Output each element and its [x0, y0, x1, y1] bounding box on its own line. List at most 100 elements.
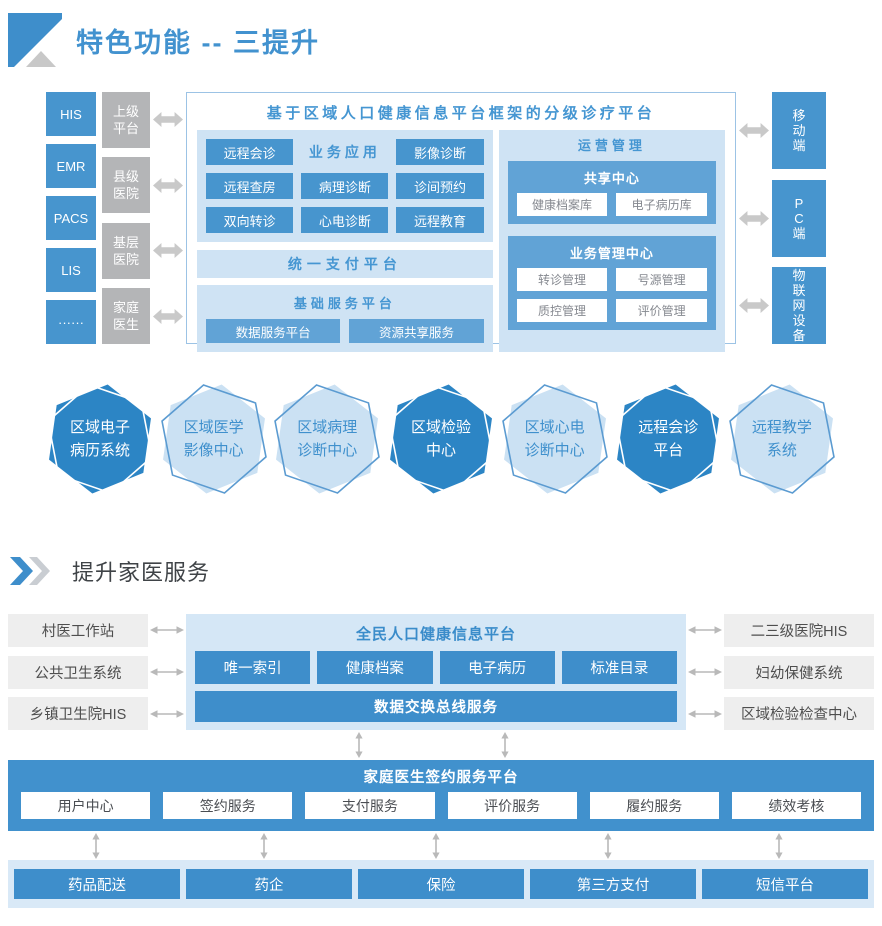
system-box-pacs: PACS: [46, 196, 96, 240]
page-title: 特色功能 -- 三提升: [76, 27, 320, 58]
app-box: 心电诊断: [301, 207, 389, 233]
share-center-title: 共享中心: [583, 171, 640, 186]
hexagon-shape-icon: [160, 384, 267, 494]
connector-strip-1: [0, 730, 882, 760]
module-unique-index: 唯一索引: [195, 651, 311, 684]
app-box: 远程会诊: [206, 139, 294, 165]
module-user-center: 用户中心: [21, 792, 151, 819]
platform-left-stack: 远程会诊 业务应用 影像诊断 远程查房 病理诊断 诊间预约 双向转诊 心电诊断 …: [197, 130, 493, 352]
vertical-double-arrow-icon: [432, 833, 440, 859]
hexagon-regional-pathology: 区域病理诊断中心: [271, 374, 383, 504]
module-emr: 电子病历: [439, 651, 555, 684]
thin-double-arrow-icon: [688, 710, 722, 718]
base-service-box: 数据服务平台: [206, 319, 341, 343]
hexagon-regional-emr: 区域电子病历系统: [44, 374, 156, 504]
double-arrow-icon: [153, 243, 183, 259]
public-health-system: 公共卫生系统: [8, 655, 148, 689]
thin-double-arrow-icon: [150, 668, 184, 676]
app-box: 诊间预约: [396, 173, 484, 199]
maternal-child-system: 妇幼保健系统: [724, 655, 874, 689]
module-standard-catalog: 标准目录: [561, 651, 677, 684]
village-doctor-workstation: 村医工作站: [8, 614, 148, 647]
mgmt-item: 质控管理: [516, 299, 608, 322]
source-systems-column: HIS EMR PACS LIS ······: [46, 92, 96, 344]
operations-title: 运营管理: [577, 138, 646, 153]
partner-drug-delivery: 药品配送: [14, 869, 180, 899]
share-center-row: 健康档案库 电子病历库: [516, 193, 707, 216]
population-platform-title: 全民人口健康信息平台: [355, 626, 516, 643]
hexagon-label: 区域心电诊断中心: [524, 419, 585, 459]
double-arrow-icon: [153, 112, 183, 127]
lower-left-arrows: [148, 614, 186, 730]
hexagon-shape-icon: [501, 384, 608, 494]
module-evaluation-service: 评价服务: [447, 792, 577, 819]
share-item: 健康档案库: [516, 193, 608, 216]
signing-platform-title: 家庭医生签约服务平台: [363, 770, 519, 786]
population-health-diagram: 村医工作站 公共卫生系统 乡镇卫生院HIS 全民人口健康信息平台 唯一索引 健康…: [0, 614, 882, 730]
lower-right-arrows: [686, 614, 724, 730]
system-box-more: ······: [46, 300, 96, 344]
connector-strip-2: [0, 831, 882, 860]
system-box-lis: LIS: [46, 248, 96, 292]
operations-panel: 运营管理 共享中心 健康档案库 电子病历库 业务管理中心 转诊管理 号源管理: [498, 130, 725, 352]
logo-icon: [8, 13, 62, 67]
terminal-mobile: 移 动 端: [772, 92, 826, 169]
double-arrow-icon: [153, 177, 183, 193]
mgmt-item: 转诊管理: [516, 268, 608, 291]
business-apps-label: 业务应用: [308, 144, 381, 160]
partner-band: 药品配送 药企 保险 第三方支付 短信平台: [8, 860, 874, 908]
graded-diagnosis-diagram: HIS EMR PACS LIS ······ 上级 平台 县级 医院 基层 医…: [0, 92, 882, 352]
township-his: 乡镇卫生院HIS: [8, 697, 148, 730]
business-apps-panel: 远程会诊 业务应用 影像诊断 远程查房 病理诊断 诊间预约 双向转诊 心电诊断 …: [197, 130, 493, 242]
hexagon-label: 区域检验中心: [410, 419, 471, 459]
terminal-iot: 物 联 网 设 备: [772, 267, 826, 344]
hexagon-shape-icon: [729, 384, 835, 494]
app-box: 双向转诊: [206, 207, 294, 233]
org-box-county-hospital: 县级 医院: [102, 157, 150, 214]
module-health-record: 健康档案: [317, 651, 433, 684]
partner-pharma: 药企: [186, 869, 352, 899]
double-arrow-icon: [739, 123, 769, 138]
thin-double-arrow-icon: [688, 626, 722, 634]
platform-panel: 基于区域人口健康信息平台框架的分级诊疗平台 远程会诊 业务应用 影像诊断 远程查…: [186, 92, 736, 352]
base-services-row: 数据服务平台 资源共享服务: [206, 319, 484, 343]
vertical-double-arrow-icon: [501, 732, 509, 758]
vertical-double-arrow-icon: [775, 833, 783, 859]
section2-title: 提升家医服务: [72, 560, 211, 585]
hexagon-label: 远程教学系统: [751, 419, 812, 459]
double-arrow-icon: [153, 308, 183, 324]
hexagon-shape-icon: [47, 384, 153, 494]
unified-payment-band: 统一支付平台: [197, 250, 493, 278]
partner-sms-platform: 短信平台: [702, 869, 868, 899]
business-mgmt-grid: 转诊管理 号源管理 质控管理 评价管理: [516, 268, 707, 322]
hexagon-shape-icon: [274, 384, 381, 494]
hexagon-remote-teaching: 远程教学系统: [726, 374, 838, 504]
regional-lab-center: 区域检验检查中心: [724, 697, 874, 730]
signing-platform-modules: 用户中心 签约服务 支付服务 评价服务 履约服务 绩效考核: [8, 792, 874, 819]
module-kpi-assessment: 绩效考核: [731, 792, 861, 819]
hexagon-regional-ecg: 区域心电诊断中心: [499, 374, 611, 504]
vertical-double-arrow-icon: [604, 833, 612, 859]
section2-header: 提升家医服务: [0, 554, 882, 588]
share-item: 电子病历库: [616, 193, 707, 216]
hexagon-label: 区域医学影像中心: [183, 419, 244, 459]
hexagon-label: 区域电子病历系统: [69, 419, 130, 459]
mgmt-item: 评价管理: [616, 299, 707, 322]
hexagon-shape-icon: [615, 384, 722, 494]
tier23-hospital-his: 二三级医院HIS: [724, 614, 874, 647]
lower-left-systems: 村医工作站 公共卫生系统 乡镇卫生院HIS: [8, 614, 148, 730]
terminal-pc: P C 端: [772, 179, 826, 257]
vertical-double-arrow-icon: [260, 833, 268, 859]
double-chevron-icon: [10, 557, 50, 585]
left-arrows-column: [150, 92, 186, 344]
partner-grid: 药品配送 药企 保险 第三方支付 短信平台: [14, 869, 868, 899]
org-box-grassroots-hospital: 基层 医院: [102, 222, 150, 279]
platform-body: 远程会诊 业务应用 影像诊断 远程查房 病理诊断 诊间预约 双向转诊 心电诊断 …: [187, 130, 735, 362]
slide-header: 特色功能 -- 三提升: [0, 0, 882, 71]
base-service-box: 资源共享服务: [349, 319, 484, 343]
lower-right-systems: 二三级医院HIS 妇幼保健系统 区域检验检查中心: [724, 614, 874, 730]
vertical-double-arrow-icon: [92, 833, 100, 859]
app-box: 病理诊断: [301, 173, 389, 199]
hexagon-label: 区域病理诊断中心: [297, 419, 358, 459]
